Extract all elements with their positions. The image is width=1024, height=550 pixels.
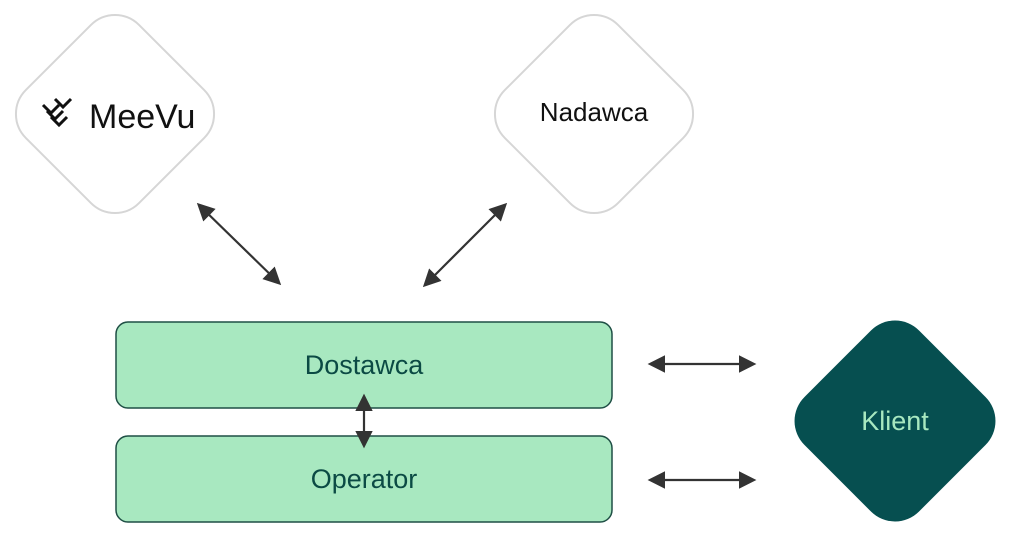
nadawca-label: Nadawca: [540, 97, 649, 127]
klient-diamond: [794, 320, 996, 522]
meevu-label: MeeVu: [89, 98, 195, 136]
arrow-nadawca-dostawca: [422, 202, 508, 288]
operator-label: Operator: [311, 464, 418, 494]
nadawca-diamond: [493, 13, 695, 215]
arrow-meevu-dostawca: [196, 202, 282, 286]
dostawca-label: Dostawca: [305, 350, 425, 380]
operator-node: Operator: [115, 435, 613, 523]
meevu-node: MeeVu: [14, 13, 216, 215]
nadawca-node: Nadawca: [493, 13, 695, 215]
meevu-logo-icon: [41, 97, 73, 128]
klient-node: Klient: [794, 320, 996, 522]
dostawca-node: Dostawca: [115, 321, 613, 409]
klient-label: Klient: [861, 406, 929, 436]
meevu-diamond: [14, 13, 216, 215]
